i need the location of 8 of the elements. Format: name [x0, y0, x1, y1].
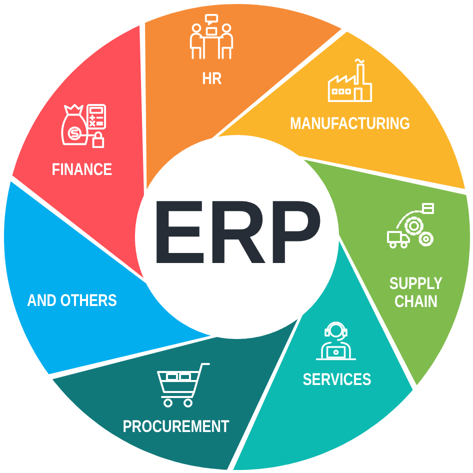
segment-label: AND OTHERS: [27, 292, 117, 310]
segment-label: FINANCE: [52, 161, 112, 179]
segment-label: HR: [202, 70, 222, 88]
center-label: ERP: [150, 198, 324, 268]
segment-label: MANUFACTURING: [290, 115, 410, 133]
segment-label: PROCUREMENT: [122, 418, 230, 436]
segment-label: SUPPLY CHAIN: [388, 275, 444, 311]
segment-label: SERVICES: [302, 371, 372, 389]
